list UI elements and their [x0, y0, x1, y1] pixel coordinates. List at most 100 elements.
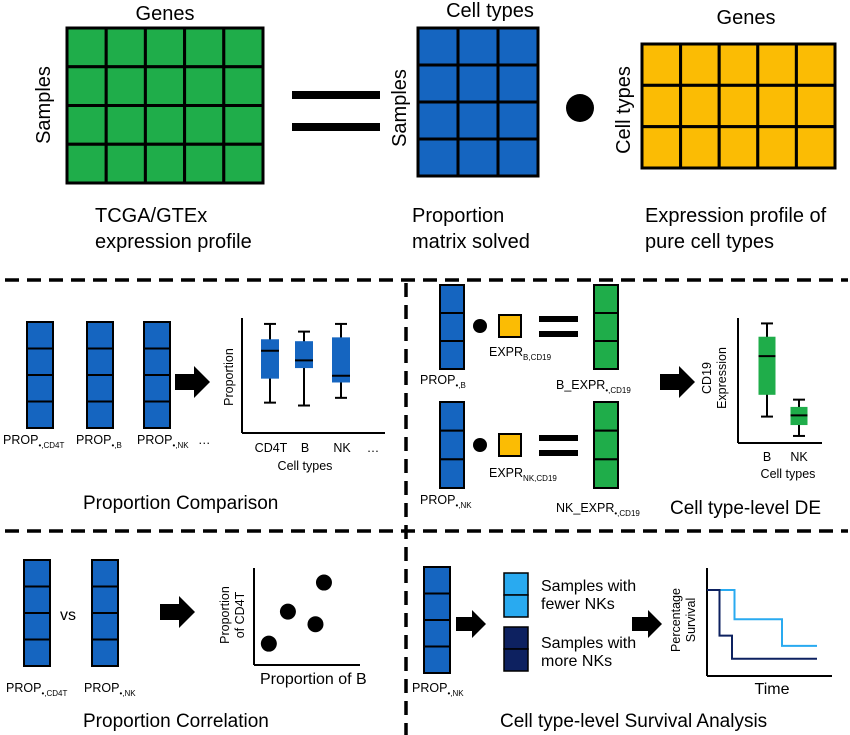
prop-matrix-cell [496, 100, 540, 141]
profile-matrix-cell [794, 83, 837, 129]
vector-cell [23, 585, 51, 614]
expr-matrix-cell [65, 142, 108, 185]
expression-matrix-group: Genes Samples TCGA/GTEx expression profi… [33, 3, 265, 253]
prop-matrix-cell [416, 100, 460, 141]
prop-matrix-cell [416, 26, 460, 67]
expr-matrix-cell [183, 104, 226, 146]
expr-matrix-grid [65, 26, 265, 185]
vector-cell [439, 401, 465, 432]
vector-cell [143, 374, 171, 403]
de-equals-2-top [539, 435, 578, 441]
comparison-vector-cd4t [26, 321, 54, 429]
comparison-arrow-icon [175, 366, 210, 398]
expr-matrix-cell [222, 142, 265, 185]
profile-matrix-caption-2: pure cell types [645, 231, 774, 253]
box-B [758, 336, 776, 395]
expr-matrix-cell [143, 65, 187, 107]
prop-matrix-cell [456, 63, 500, 104]
prop-matrix-cell [416, 63, 460, 104]
survival-vector-label: PROP•,NK [412, 681, 464, 698]
expr-matrix-cell [143, 26, 187, 69]
survival-vector-nk [423, 566, 451, 674]
survival-chart-ylabel-1: Percentage [669, 588, 683, 652]
vector-cell [23, 612, 51, 641]
vector-cell [593, 429, 619, 461]
survival-chart-xlabel: Time [755, 681, 790, 698]
comparison-chart-ylabel: Proportion [222, 348, 236, 406]
profile-matrix-top-label: Genes [717, 7, 776, 29]
expr-matrix-side-label: Samples [33, 66, 55, 144]
expr-matrix-cell [222, 104, 265, 146]
vector-cell [143, 400, 171, 429]
profile-matrix-cell [640, 42, 683, 87]
vector-cell [26, 321, 54, 350]
vector-cell [439, 458, 465, 490]
expr-matrix-caption-2: expression profile [95, 231, 252, 253]
de-arrow-icon [660, 366, 695, 398]
fewer-nk-box-bottom [503, 594, 529, 618]
profile-matrix-cell [794, 125, 837, 170]
comparison-chart-xlabel: Cell types [278, 459, 333, 473]
vector-cell [86, 347, 114, 376]
de-expr-box-1 [498, 314, 522, 338]
de-tick-b: B [763, 450, 771, 464]
profile-matrix-cell [756, 42, 798, 87]
vector-cell [593, 458, 619, 490]
survival-arrow-icon-2 [632, 610, 662, 638]
expr-matrix-cell [183, 26, 226, 69]
de-equals-1-bottom [539, 331, 578, 337]
profile-matrix-cell [717, 125, 760, 170]
de-panel: PROP•,B EXPRB,CD19 B_EXPR•,CD19 PROP•,NK… [420, 284, 822, 519]
profile-matrix-cell [717, 42, 760, 87]
de-chart-xlabel: Cell types [761, 467, 816, 481]
de-prop-vector-b [439, 284, 465, 370]
expr-matrix-cell [183, 142, 226, 185]
prop-matrix-caption-2: matrix solved [412, 231, 530, 253]
vector-cell [143, 347, 171, 376]
profile-matrix-cell [679, 125, 721, 170]
correlation-vector-label-nk: PROP•,NK [84, 681, 136, 698]
fewer-nk-label-2: fewer NKs [541, 596, 615, 613]
de-dot-1 [473, 319, 487, 333]
vector-cell [593, 340, 619, 370]
more-nk-label-2: more NKs [541, 653, 612, 670]
more-nk-label-1: Samples with [541, 635, 636, 652]
vector-cell [423, 645, 451, 674]
profile-matrix-grid [640, 42, 837, 170]
de-chart-ylabel-1: CD19 [700, 362, 714, 394]
prop-matrix-top-label: Cell types [446, 0, 534, 22]
survival-title: Cell type-level Survival Analysis [500, 711, 767, 732]
prop-matrix-side-label: Samples [389, 69, 411, 147]
profile-matrix-cell [640, 83, 683, 129]
expr-matrix-cell [222, 65, 265, 107]
correlation-vector-cd4t [23, 559, 51, 667]
comparison-tick-ellipsis: … [367, 441, 380, 455]
comparison-boxes [261, 322, 350, 407]
prop-matrix-cell [416, 137, 460, 178]
scatter-point [260, 635, 277, 652]
box-CD4T [261, 339, 279, 379]
de-tick-nk: NK [790, 450, 808, 464]
prop-matrix-cell [456, 26, 500, 67]
de-result-vector-nk [593, 401, 619, 490]
expr-matrix-cell [65, 104, 108, 146]
vector-cell [26, 374, 54, 403]
vector-cell [26, 400, 54, 429]
correlation-vector-nk [91, 559, 119, 667]
comparison-vector-label-nk: PROP•,NK [137, 433, 189, 450]
vector-cell [439, 312, 465, 342]
survival-arrow-icon [456, 610, 486, 638]
de-equals-2-bottom [539, 450, 578, 456]
de-boxes [758, 322, 808, 437]
vector-cell [423, 619, 451, 648]
expr-matrix-cell [104, 26, 147, 69]
prop-matrix-cell [496, 26, 540, 67]
vector-cell [439, 284, 465, 314]
comparison-vector-b [86, 321, 114, 429]
expr-matrix-cell [183, 65, 226, 107]
profile-matrix-side-label: Cell types [613, 66, 635, 154]
scatter-point [307, 616, 324, 633]
box-B [295, 341, 313, 369]
